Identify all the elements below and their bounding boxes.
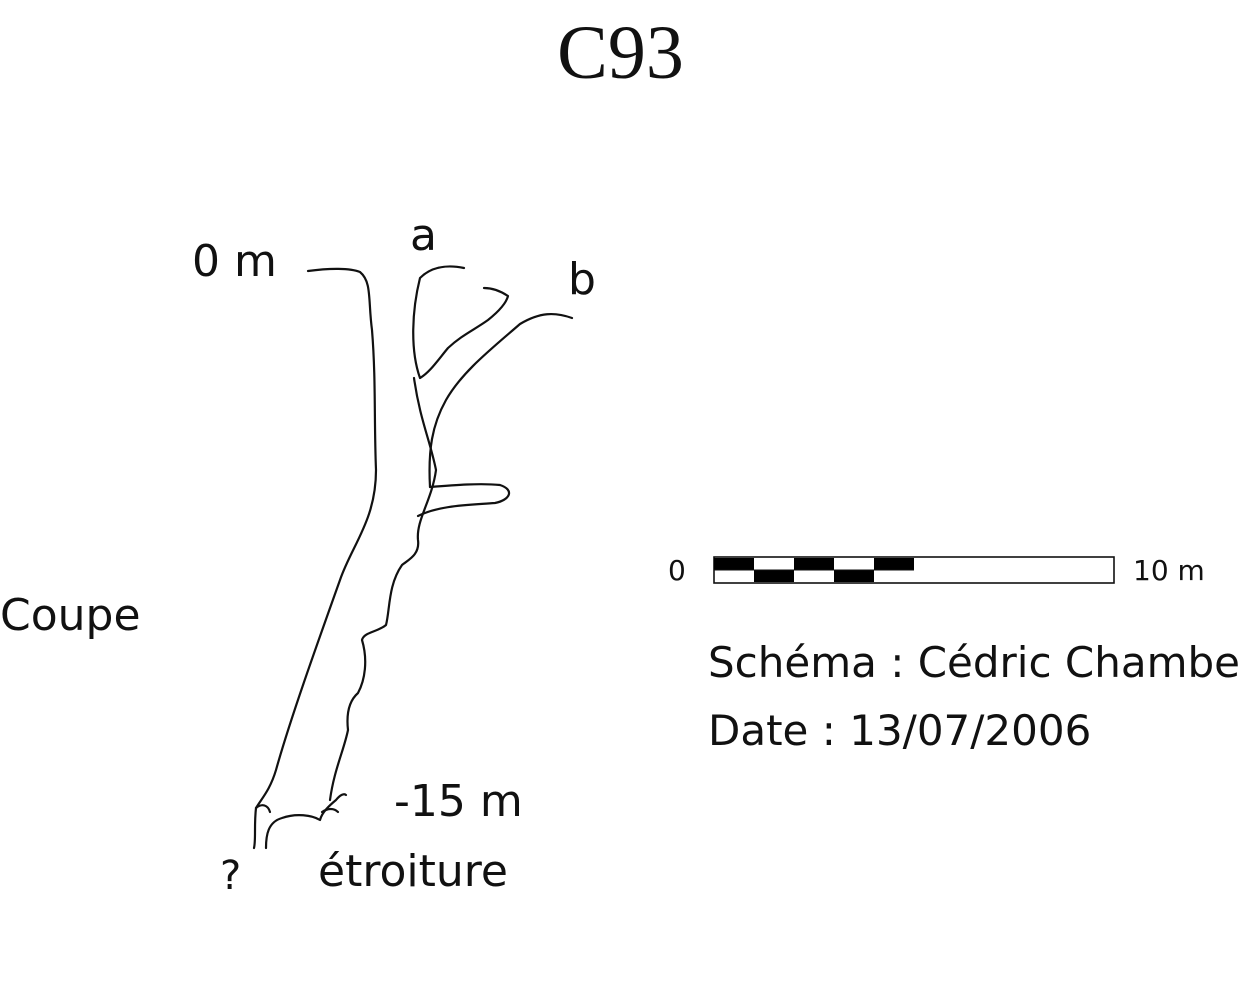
narrowing-label: étroiture: [318, 846, 508, 897]
branch-b-passage: [428, 312, 574, 489]
view-label: Coupe: [0, 590, 141, 641]
shaft-right-wall: [328, 376, 438, 802]
diagram-title: C93: [557, 11, 684, 95]
side-pocket: [416, 483, 511, 518]
depth-label-top: 0 m: [192, 236, 277, 287]
scale-bar: [713, 556, 1115, 584]
branch-a-passage: [412, 265, 510, 380]
survey-date: Date : 13/07/2006: [708, 706, 1092, 755]
branch-label-b: b: [568, 254, 596, 305]
narrowing-passage: [264, 793, 348, 850]
scale-segment-5: [874, 558, 914, 570]
scale-segment-1: [714, 558, 754, 570]
scale-segment-3: [794, 558, 834, 570]
scale-segment-4: [834, 570, 874, 582]
scale-end-label: 10 m: [1133, 554, 1205, 587]
author-credit: Schéma : Cédric Chambe: [708, 638, 1241, 687]
depth-label-bottom: -15 m: [394, 776, 523, 827]
scale-start-label: 0: [668, 554, 686, 587]
unknown-label: ?: [220, 853, 242, 899]
shaft-left-wall: [252, 267, 378, 850]
branch-label-a: a: [410, 210, 437, 261]
scale-segment-2: [754, 570, 794, 582]
